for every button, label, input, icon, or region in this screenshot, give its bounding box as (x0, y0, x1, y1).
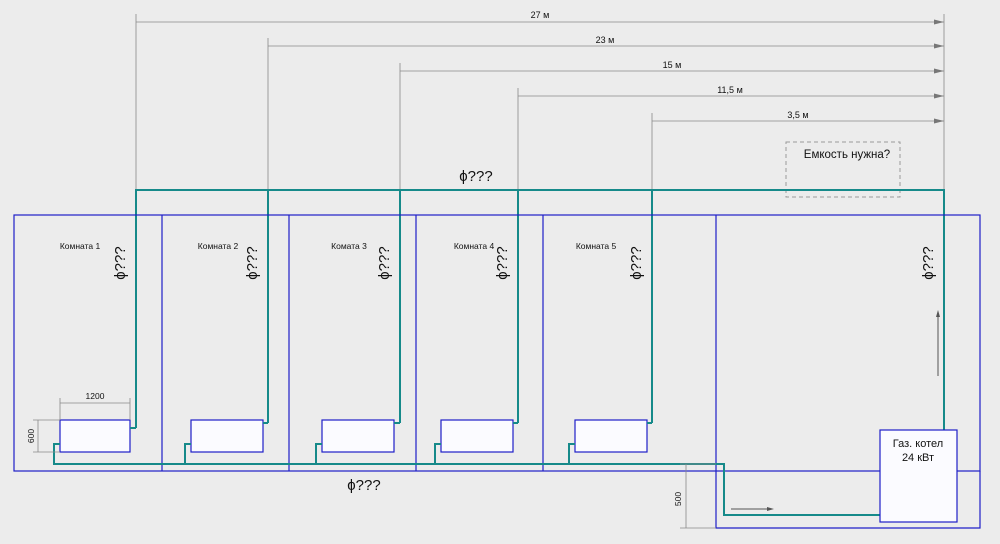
boiler-label-line2: 24 кВт (902, 452, 934, 464)
diameter-mark-return: ϕ??? (347, 477, 380, 494)
dimension-15m: 15 м (399, 60, 944, 190)
boiler-label-line1: Газ. котел (893, 438, 943, 450)
diameter-mark-riser: ϕ??? (244, 246, 261, 279)
diameter-mark-riser: ϕ??? (112, 246, 129, 279)
dimension-3-5m: 3,5 м (651, 14, 945, 190)
tank-label: Емкость нужна? (804, 149, 890, 161)
dimension-label: 3,5 м (787, 110, 808, 120)
radiator (59, 419, 131, 453)
room-label-5: Комната 5 (576, 241, 617, 251)
dimension-label: 23 м (596, 35, 615, 45)
tank-box: Емкость нужна? (785, 141, 901, 198)
building-outline (13, 214, 981, 529)
radiator (440, 419, 514, 453)
diameter-mark-riser: ϕ??? (628, 246, 645, 279)
radiator (321, 419, 395, 453)
room-label-4: Комната 4 (454, 241, 495, 251)
room-label-3: Комата 3 (331, 241, 367, 251)
radiator-width-label: 1200 (86, 391, 105, 401)
diameter-mark-riser: ϕ??? (920, 246, 937, 279)
diameter-mark-riser: ϕ??? (494, 246, 511, 279)
riser-marks: ϕ??? ϕ??? ϕ??? ϕ??? ϕ??? ϕ??? (112, 246, 937, 279)
supply-main: ϕ??? (135, 168, 945, 430)
dimension-11-5m: 11,5 м (517, 85, 944, 190)
floor-offset-dimension: 500 (673, 463, 716, 529)
dimension-label: 11,5 м (717, 85, 743, 95)
floor-offset-label: 500 (673, 492, 683, 506)
building-wall (13, 214, 981, 472)
flow-arrows (731, 310, 940, 511)
dimension-23m: 23 м (267, 35, 944, 190)
radiators (59, 419, 648, 453)
diameter-mark-supply: ϕ??? (459, 168, 492, 185)
dimension-label: 15 м (663, 60, 682, 70)
boiler: Газ. котел 24 кВт (879, 429, 958, 523)
radiator (190, 419, 264, 453)
room-label-2: Комнатa 2 (198, 241, 239, 251)
diameter-mark-riser: ϕ??? (376, 246, 393, 279)
room-label-1: Комната 1 (60, 241, 101, 251)
return-main: ϕ??? (53, 443, 882, 516)
radiator-dimensions: 1200 600 (26, 391, 131, 453)
dimension-group: 27 м 23 м 15 м 11,5 м 3,5 (135, 10, 945, 190)
dimension-27m: 27 м (135, 10, 944, 190)
radiator-height-label: 600 (26, 429, 36, 443)
radiator-supply-stubs (130, 422, 652, 429)
room-labels: Комната 1 Комнатa 2 Комата 3 Комната 4 К… (60, 241, 617, 251)
dimension-label: 27 м (531, 10, 550, 20)
radiator (574, 419, 648, 453)
